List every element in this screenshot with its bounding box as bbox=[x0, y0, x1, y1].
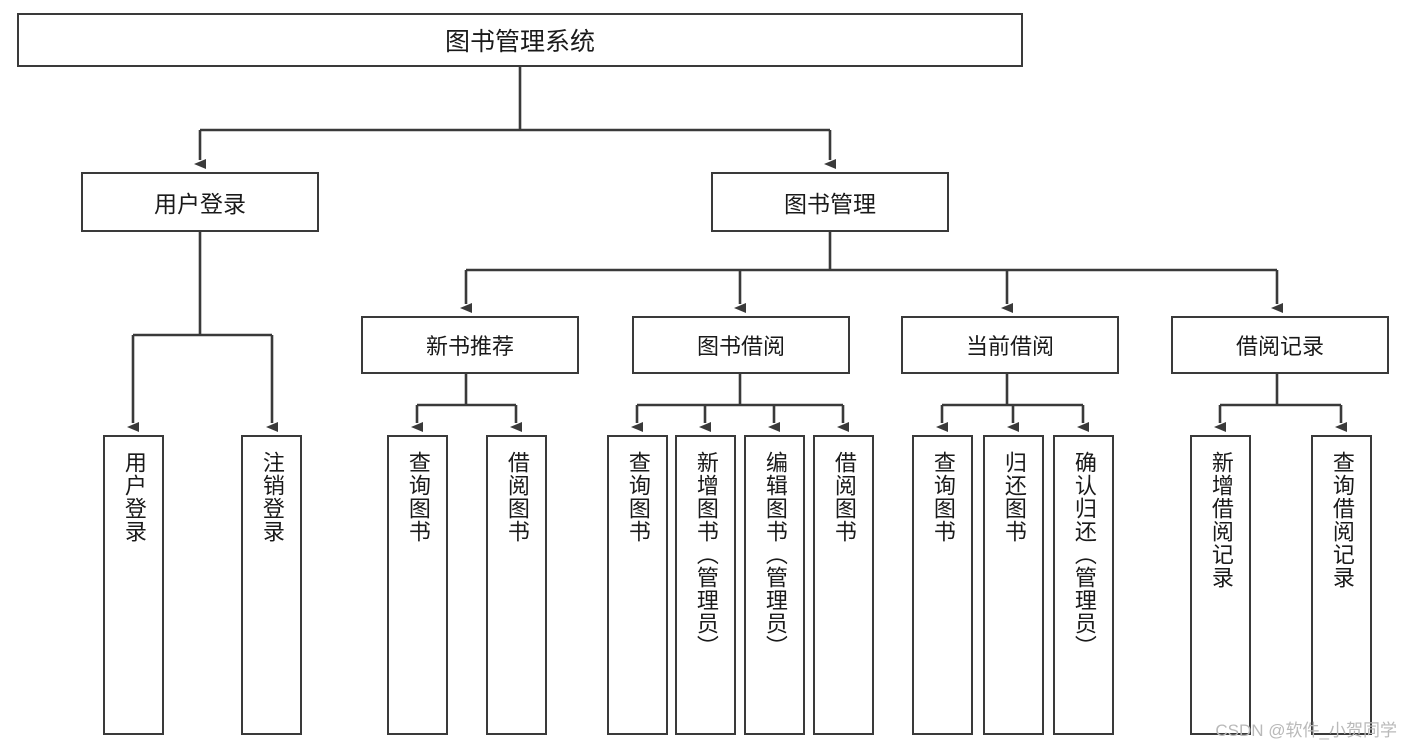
node-new-book-recommend[interactable]: 新书推荐 bbox=[361, 316, 579, 374]
node-leaf-query-book-borrow[interactable]: 查询图书 bbox=[607, 435, 668, 735]
node-leaf-query-book-rec[interactable]: 查询图书 bbox=[387, 435, 448, 735]
node-leaf-add-book-admin-label: 新增图书（管理员） bbox=[693, 451, 719, 658]
node-leaf-query-book-current[interactable]: 查询图书 bbox=[912, 435, 973, 735]
node-root-label: 图书管理系统 bbox=[444, 28, 595, 56]
tree-connectors bbox=[127, 67, 1347, 432]
node-book-borrow-label: 图书借阅 bbox=[696, 334, 785, 359]
node-leaf-user-logout-label: 注销登录 bbox=[259, 451, 285, 543]
node-leaf-query-borrow-record-label: 查询借阅记录 bbox=[1329, 451, 1355, 589]
node-book-borrow[interactable]: 图书借阅 bbox=[632, 316, 850, 374]
node-borrow-record[interactable]: 借阅记录 bbox=[1171, 316, 1389, 374]
node-leaf-query-book-rec-label: 查询图书 bbox=[405, 451, 431, 543]
node-book-management-label: 图书管理 bbox=[784, 191, 876, 217]
node-leaf-return-book-label: 归还图书 bbox=[1001, 451, 1027, 543]
node-user-login[interactable]: 用户登录 bbox=[81, 172, 319, 232]
node-borrow-record-label: 借阅记录 bbox=[1235, 334, 1324, 359]
node-leaf-user-login[interactable]: 用户登录 bbox=[103, 435, 164, 735]
node-leaf-edit-book-admin-label: 编辑图书（管理员） bbox=[762, 451, 788, 658]
node-leaf-query-borrow-record[interactable]: 查询借阅记录 bbox=[1311, 435, 1372, 735]
node-leaf-query-book-borrow-label: 查询图书 bbox=[625, 451, 651, 543]
node-leaf-user-logout[interactable]: 注销登录 bbox=[241, 435, 302, 735]
node-leaf-borrow-book-rec[interactable]: 借阅图书 bbox=[486, 435, 547, 735]
node-book-management[interactable]: 图书管理 bbox=[711, 172, 949, 232]
node-current-borrow-label: 当前借阅 bbox=[965, 334, 1054, 359]
node-leaf-add-book-admin[interactable]: 新增图书（管理员） bbox=[675, 435, 736, 735]
node-leaf-confirm-return-admin-label: 确认归还（管理员） bbox=[1071, 451, 1097, 658]
node-leaf-user-login-label: 用户登录 bbox=[121, 451, 147, 543]
node-new-book-recommend-label: 新书推荐 bbox=[425, 334, 514, 359]
node-leaf-borrow-book-label: 借阅图书 bbox=[831, 451, 857, 543]
node-leaf-borrow-book[interactable]: 借阅图书 bbox=[813, 435, 874, 735]
node-leaf-query-book-current-label: 查询图书 bbox=[930, 451, 956, 543]
node-leaf-add-borrow-record[interactable]: 新增借阅记录 bbox=[1190, 435, 1251, 735]
node-current-borrow[interactable]: 当前借阅 bbox=[901, 316, 1119, 374]
node-root[interactable]: 图书管理系统 bbox=[17, 13, 1023, 67]
node-leaf-borrow-book-rec-label: 借阅图书 bbox=[504, 451, 530, 543]
node-leaf-return-book[interactable]: 归还图书 bbox=[983, 435, 1044, 735]
node-leaf-confirm-return-admin[interactable]: 确认归还（管理员） bbox=[1053, 435, 1114, 735]
node-leaf-add-borrow-record-label: 新增借阅记录 bbox=[1208, 451, 1234, 589]
node-user-login-label: 用户登录 bbox=[154, 191, 246, 217]
node-leaf-edit-book-admin[interactable]: 编辑图书（管理员） bbox=[744, 435, 805, 735]
